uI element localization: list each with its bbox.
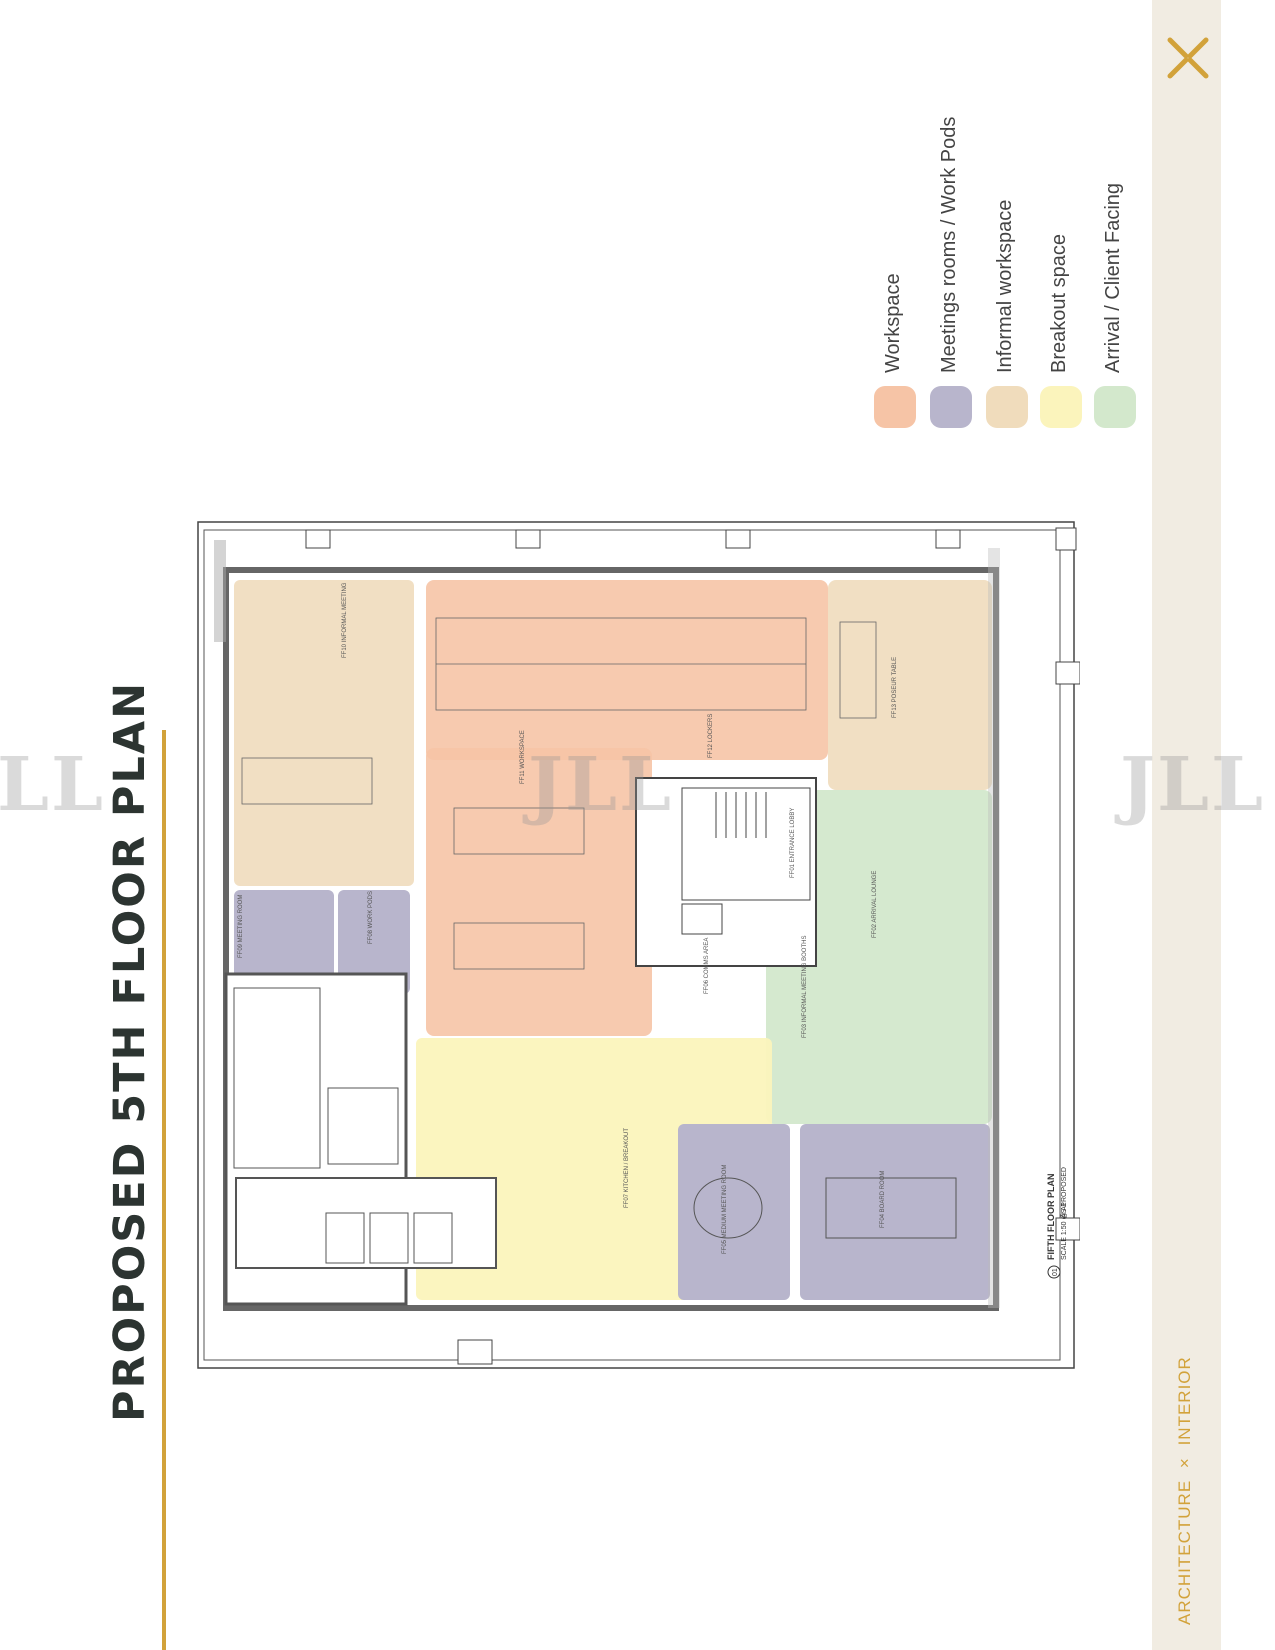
zone-meeting-ff09	[234, 890, 334, 994]
title-accent-rule	[162, 730, 166, 1650]
watermark-center: JLL	[528, 742, 674, 828]
zone-podss-ff08	[338, 890, 410, 994]
legend-swatch-breakout	[1040, 386, 1082, 428]
zone-boardroom-ff04	[800, 1124, 990, 1300]
legend-label-meeting: Meetings rooms / Work Pods	[938, 116, 960, 373]
drawing-scale: SCALE 1:50 @ A1	[1061, 1202, 1068, 1260]
room-label-ff03: FF03 INFORMAL MEETING BOOTHS	[802, 936, 808, 1038]
brand-strip	[1152, 0, 1221, 1650]
zone-workspace-lower	[426, 748, 652, 1036]
legend-swatch-workspace	[874, 386, 916, 428]
legend-label-workspace: Workspace	[882, 273, 904, 373]
brand-interior: INTERIOR	[1175, 1356, 1194, 1446]
floor-plan: FF10 INFORMAL MEETING FF11 WORKSPACE FF1…	[196, 518, 1081, 1373]
zone-informal-ff13	[828, 580, 992, 790]
brand-tagline: ARCHITECTURE × INTERIOR	[1175, 1356, 1195, 1625]
drawing-number: 01	[1052, 1268, 1059, 1276]
watermark-right: JLL	[1120, 742, 1266, 828]
legend-label-arrival: Arrival / Client Facing	[1102, 182, 1124, 373]
zone-meeting-ff05	[678, 1124, 790, 1300]
legend-swatch-arrival	[1094, 386, 1136, 428]
legend-label-informal: Informal workspace	[994, 199, 1016, 373]
legend-swatch-informal	[986, 386, 1028, 428]
room-label-ff10: FF10 INFORMAL MEETING	[342, 582, 348, 658]
page-title: PROPOSED 5TH FLOOR PLAN	[105, 680, 155, 1422]
drawing-title: FIFTH FLOOR PLAN	[1046, 1174, 1056, 1261]
drawing-status: AS PROPOSED	[1061, 1167, 1068, 1218]
legend-label-breakout: Breakout space	[1048, 234, 1070, 373]
zone-workspace-ff11	[426, 580, 828, 760]
room-label-ff12: FF12 LOCKERS	[708, 714, 714, 758]
room-label-ff06: FF06 COMMS AREA	[704, 938, 710, 994]
room-label-ff08: FF08 WORK PODS	[368, 891, 374, 944]
brand-separator: ×	[1175, 1457, 1194, 1469]
room-label-ff11: FF11 WORKSPACE	[520, 730, 526, 784]
room-label-ff13: FF13 POSEUR TABLE	[892, 657, 898, 718]
watermark-left: JLL	[0, 742, 106, 828]
room-label-ff09: FF09 MEETING ROOM	[238, 895, 244, 958]
room-label-ff07: FF07 KITCHEN / BREAKOUT	[624, 1128, 630, 1208]
room-label-ff05: FF05 MEDIUM MEETING ROOM	[722, 1165, 728, 1254]
room-label-ff01: FF01 ENTRANCE LOBBY	[790, 808, 796, 878]
room-label-ff02: FF02 ARRIVAL LOUNGE	[872, 871, 878, 938]
zone-informal-ff10	[234, 580, 414, 886]
legend-swatch-meeting	[930, 386, 972, 428]
room-label-ff04: FF04 BOARD ROOM	[880, 1171, 886, 1228]
zone-arrival	[766, 790, 992, 1124]
brand-architecture: ARCHITECTURE	[1175, 1479, 1194, 1625]
close-icon[interactable]	[1164, 34, 1212, 82]
